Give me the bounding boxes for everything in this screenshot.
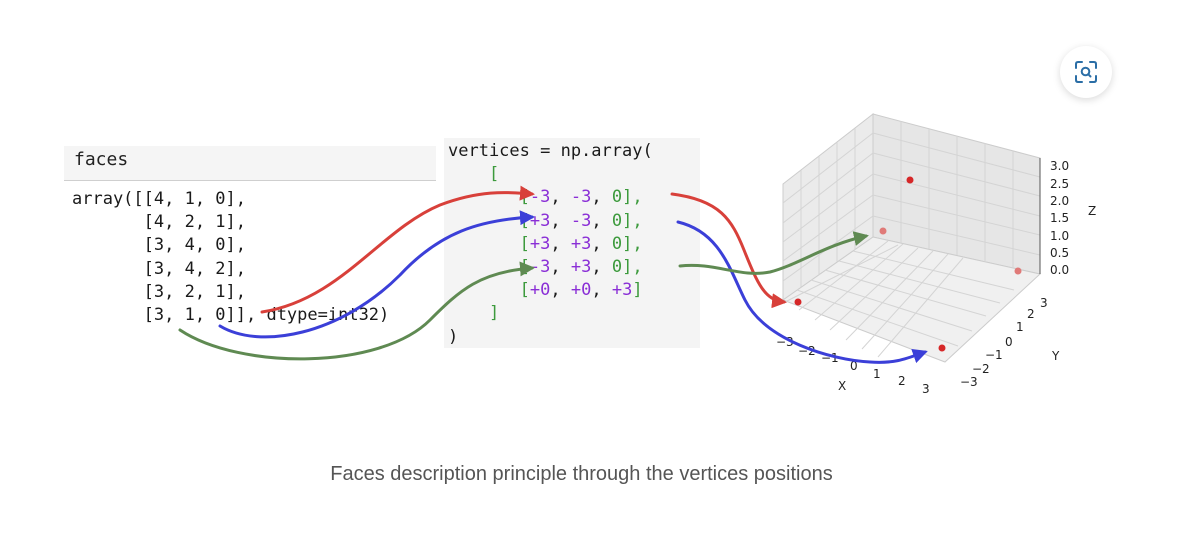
y-tick: 1 [1016,320,1024,334]
vertex-row-4: [+0, +0, +3] [519,280,643,301]
blue-arrow-faces-to-vertex [218,210,535,339]
y-tick: −3 [960,375,978,389]
faces-label: faces [74,149,129,170]
y-tick: 0 [1005,335,1013,349]
vertices-close-paren: ) [448,326,459,347]
faces-line: [3, 2, 1], [72,281,246,302]
vertices-code: vertices = np.array( [ [-3, -3, 0], [+3,… [448,140,653,349]
faces-line: [3, 4, 0], [72,235,246,256]
vertex-point [794,298,802,306]
x-tick: −3 [776,335,794,349]
red-arrow-vertex-to-plot [670,192,787,309]
green-arrow-faces-to-vertex [178,261,535,361]
y-tick: −2 [972,362,990,376]
z-tick: 1.0 [1050,229,1069,243]
x-axis-label: X [838,379,846,393]
outer-bracket-open: [ [488,164,500,185]
z-axis-label: Z [1088,204,1096,218]
z-tick: 0.5 [1050,246,1069,260]
faces-line: [3, 4, 2], [72,258,246,279]
x-tick: 0 [850,359,858,373]
blue-arrow-vertex-to-plot [676,220,928,364]
vertex-point [1014,267,1022,275]
plot-grid [782,121,1041,358]
z-tick: 0.0 [1050,263,1069,277]
vertex-point [879,227,887,235]
z-tick: 1.5 [1050,211,1069,225]
outer-bracket-close: ] [488,303,500,324]
vertex-row-2: [+3, +3, 0], [519,233,643,254]
faces-line: [3, 1, 0]], dtype=int32) [72,305,390,326]
vertex-point [906,176,914,184]
figure-caption: Faces description principle through the … [330,463,833,485]
red-arrow-faces-to-vertex [260,185,535,314]
y-tick: 3 [1040,296,1048,310]
z-tick: 2.0 [1050,194,1069,208]
z-tick: 3.0 [1050,159,1069,173]
y-tick: −1 [985,348,1003,362]
green-arrow-vertex-to-plot [678,231,869,275]
z-tick: 2.5 [1050,177,1069,191]
faces-cell-header: faces [64,146,436,181]
x-tick: 2 [898,374,906,388]
faces-line: array([[4, 1, 0], [72,189,246,209]
plot3d: 3.0 2.5 2.0 1.5 1.0 0.5 0.0 Z −3 −2 −1 0… [776,112,1096,396]
vertex-row-3: [-3, +3, 0], [519,257,643,278]
x-tick: 1 [873,367,881,381]
zoom-image-button[interactable] [1060,46,1112,98]
vertex-point [938,344,946,352]
faces-array-output: array([[4, 1, 0], [4, 2, 1], [3, 4, 0], … [72,188,389,327]
vertices-code-panel [444,138,700,348]
vertices-open-line: vertices = np.array( [448,141,653,161]
vertex-row-1: [+3, -3, 0], [519,210,643,231]
faces-line: [4, 2, 1], [72,212,246,233]
scan-zoom-icon [1075,61,1097,83]
x-tick: 3 [922,382,930,396]
y-tick: 2 [1027,307,1035,321]
y-axis-label: Y [1051,349,1060,363]
